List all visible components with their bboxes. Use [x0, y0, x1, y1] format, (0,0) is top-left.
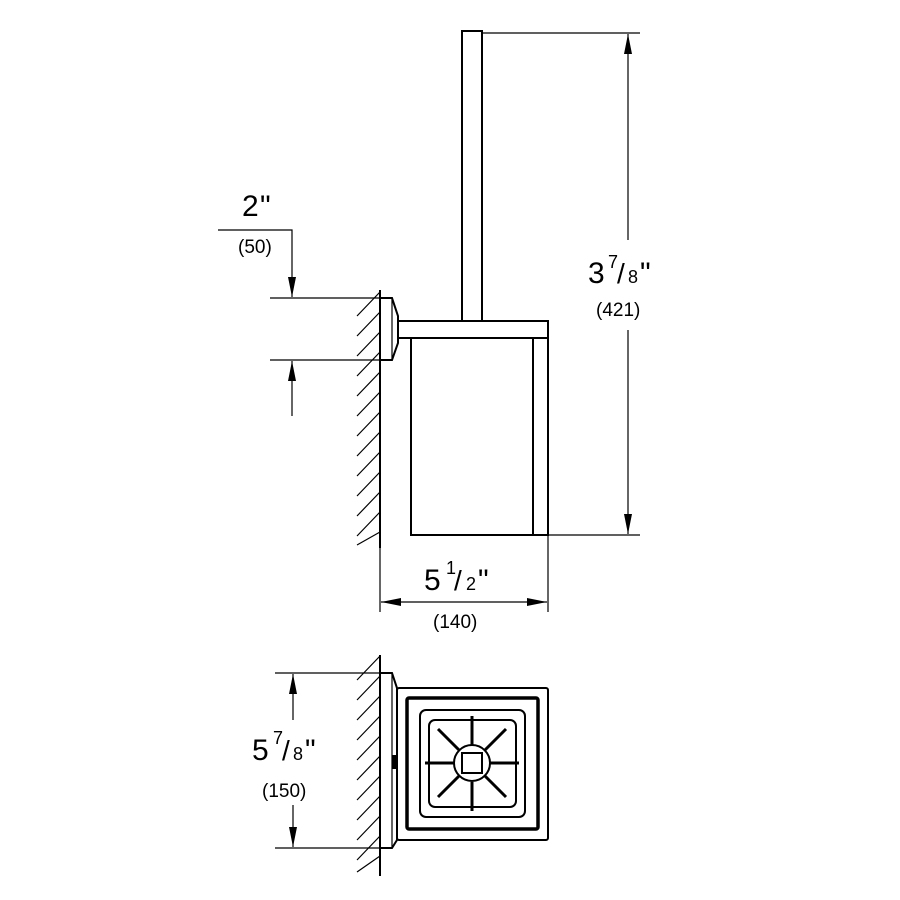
- container: [410, 338, 549, 536]
- hatch-line: [356, 655, 381, 681]
- depth-inch-den: 2: [466, 574, 476, 594]
- inner-frame: [405, 696, 540, 831]
- side-view: [356, 30, 549, 548]
- svg-text:/: /: [617, 258, 625, 289]
- width-dimension: 5 7 / 8 " (150): [252, 672, 380, 849]
- hatch-line: [356, 775, 381, 801]
- top-view: [356, 655, 549, 876]
- depth-inch-whole: 5: [424, 564, 441, 597]
- grid-outer: [419, 709, 526, 818]
- wall-bracket: [380, 297, 399, 361]
- svg-text:/: /: [454, 565, 462, 596]
- hatch-line: [356, 715, 381, 741]
- offset-dimension: 2 " (50): [218, 190, 380, 416]
- offset-inch-mark: ": [260, 190, 271, 223]
- hatch-line: [356, 411, 381, 437]
- wall-hatching: [356, 655, 381, 873]
- hatch-line: [356, 855, 381, 873]
- width-inch-whole: 5: [252, 734, 269, 767]
- hatch-line: [356, 331, 381, 357]
- depth-dimension: 5 1 / 2 " (140): [379, 535, 549, 633]
- hatch-line: [356, 795, 381, 821]
- outer-frame: [396, 687, 549, 841]
- height-inch-whole: 3: [588, 257, 605, 290]
- height-dimension: 3 7 / 8 " (421): [482, 32, 651, 536]
- wall-hatching: [356, 291, 381, 546]
- hatch-line: [356, 391, 381, 417]
- center-square: [461, 752, 483, 774]
- mounting-screw: [392, 755, 396, 769]
- svg-text:/: /: [282, 735, 290, 766]
- hatch-line: [356, 491, 381, 517]
- hatch-line: [356, 675, 381, 701]
- hatch-line: [356, 735, 381, 761]
- width-inch-den: 8: [293, 744, 303, 764]
- height-inch-num: 7: [608, 252, 618, 272]
- height-inch-mark: ": [640, 257, 651, 290]
- width-inch-num: 7: [273, 728, 283, 748]
- hatch-line: [356, 695, 381, 721]
- width-inch-mark: ": [305, 734, 316, 767]
- hatch-line: [356, 471, 381, 497]
- shelf: [397, 320, 549, 339]
- grid-spokes: [425, 716, 519, 811]
- hatch-line: [356, 431, 381, 457]
- depth-inch-num: 1: [446, 558, 456, 578]
- depth-inch-mark: ": [478, 564, 489, 597]
- hatch-line: [356, 371, 381, 397]
- hatch-line: [356, 531, 381, 546]
- width-mm: (150): [262, 781, 306, 802]
- hatch-line: [356, 351, 381, 377]
- hatch-line: [356, 291, 381, 317]
- hatch-line: [356, 311, 381, 337]
- hatch-line: [356, 815, 381, 841]
- brush-handle: [461, 30, 483, 322]
- center-ring: [453, 744, 491, 782]
- depth-mm: (140): [433, 612, 477, 633]
- offset-inch-whole: 2: [242, 190, 259, 223]
- height-mm: (421): [596, 300, 640, 321]
- offset-mm: (50): [238, 237, 272, 258]
- hatch-line: [356, 511, 381, 537]
- hatch-line: [356, 755, 381, 781]
- hatch-line: [356, 451, 381, 477]
- height-inch-den: 8: [628, 267, 638, 287]
